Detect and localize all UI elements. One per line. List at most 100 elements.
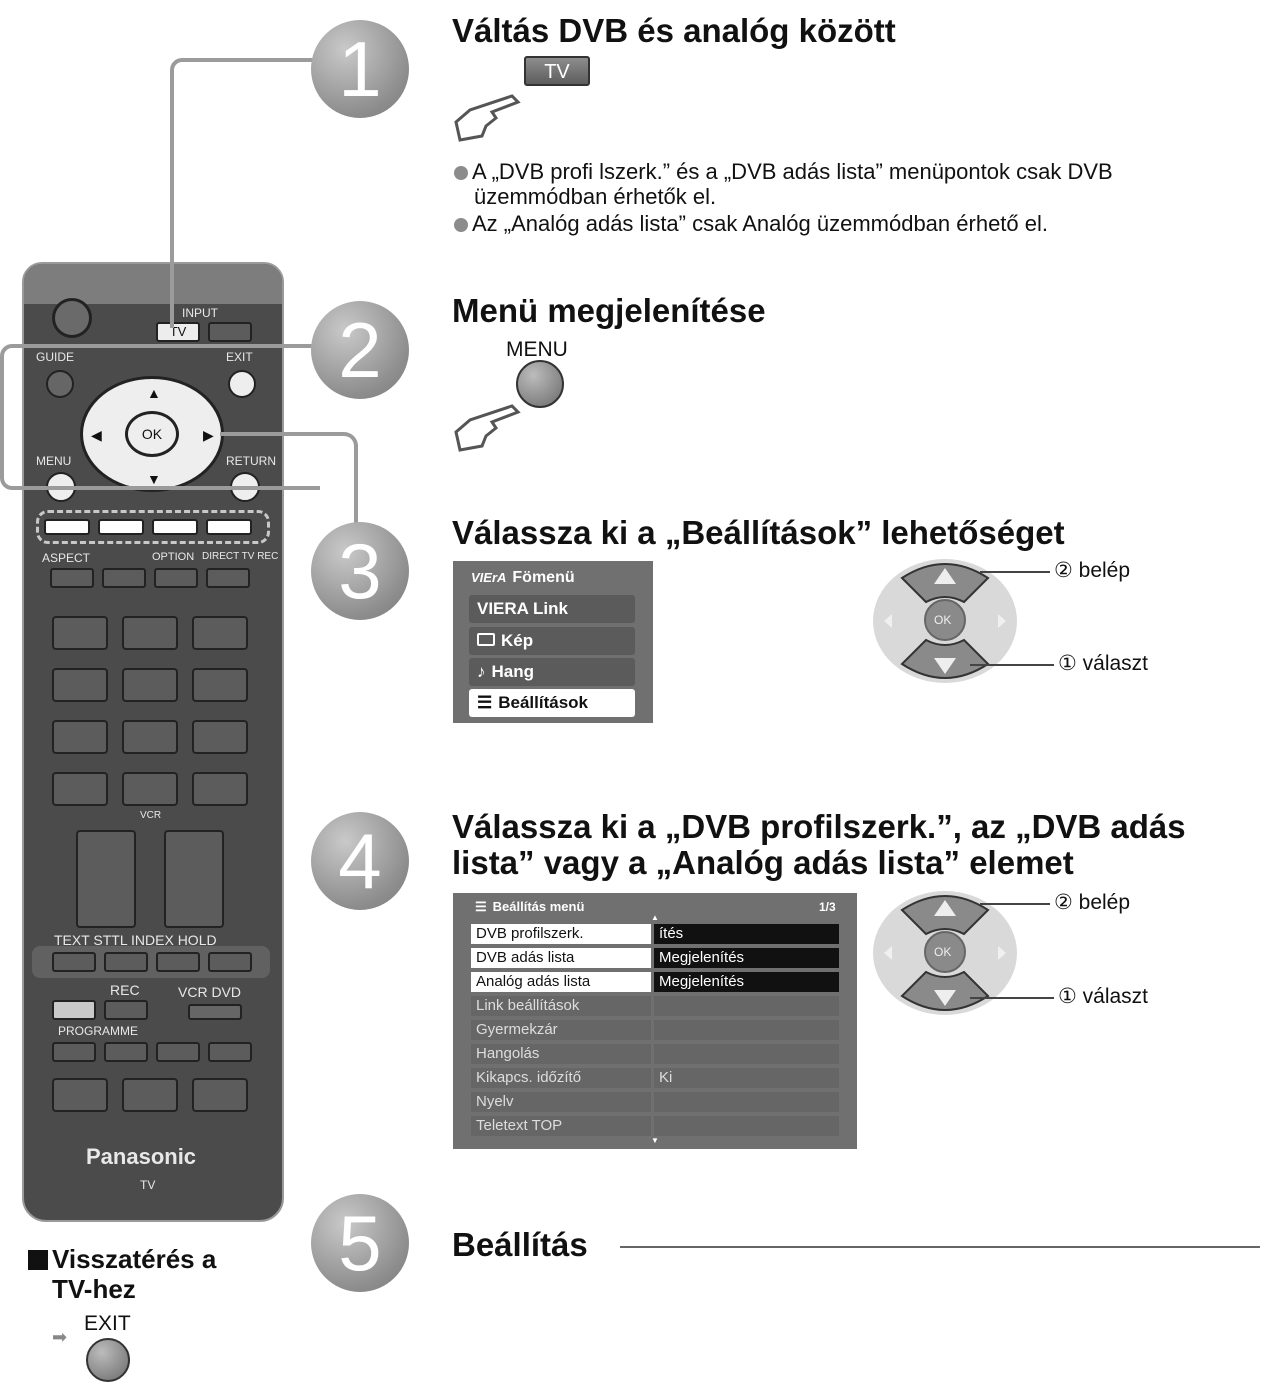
ok-button[interactable]: OK <box>125 411 179 457</box>
settings-row-3-label: Analóg adás lista <box>471 972 651 992</box>
number-button-11[interactable] <box>192 772 248 806</box>
nav-pad-step4: OK <box>872 890 1018 1016</box>
volume-rocker[interactable] <box>76 830 136 928</box>
hold-button[interactable] <box>208 952 252 972</box>
menu-item-viera-link[interactable]: VIERA Link <box>469 595 635 623</box>
index-button[interactable] <box>156 952 200 972</box>
bottom-button-3[interactable] <box>192 1078 248 1112</box>
extra-button[interactable] <box>102 568 146 588</box>
option-button[interactable] <box>154 568 198 588</box>
menu-item-beallitasok-label: Beállítások <box>498 693 589 712</box>
playback-button-4[interactable] <box>208 1042 252 1062</box>
menu-item-hang[interactable]: ♪Hang <box>469 658 635 686</box>
number-button-0[interactable] <box>122 772 178 806</box>
input-label: INPUT <box>182 306 218 320</box>
settings-row-5-value <box>654 1020 839 1040</box>
number-button-5[interactable] <box>122 668 178 702</box>
settings-row-4[interactable]: Link beállítások <box>471 996 841 1016</box>
settings-row-2-value: Megjelenítés <box>654 948 839 968</box>
rec-button-left[interactable] <box>52 1000 96 1020</box>
rec-label: REC <box>110 982 140 998</box>
connector-step1 <box>170 58 320 328</box>
vcr-dvd-switch[interactable] <box>188 1004 242 1020</box>
power-button[interactable] <box>52 298 92 338</box>
number-button-3[interactable] <box>192 616 248 650</box>
settings-row-9-label: Teletext TOP <box>471 1116 651 1136</box>
color-button-4[interactable] <box>206 519 252 535</box>
settings-menu-screen: ☰Beállítás menü 1/3 ▲ DVB profilszerk. í… <box>453 893 857 1149</box>
right-arrow-icon[interactable]: ▶ <box>203 427 214 443</box>
settings-menu-title: Beállítás menü <box>492 899 585 914</box>
list-icon-small: ☰ <box>475 899 487 914</box>
note-1: A „DVB profi lszerk.” és a „DVB adás lis… <box>454 160 1113 184</box>
select-label: ① választ <box>1058 652 1149 675</box>
number-button-9[interactable] <box>192 720 248 754</box>
direct-tv-rec-button[interactable] <box>206 568 250 588</box>
scroll-down-icon: ▼ <box>651 1136 659 1145</box>
rec-button[interactable] <box>104 1000 148 1020</box>
step-number-2-label: 2 <box>338 305 382 394</box>
settings-row-5[interactable]: Gyermekzár <box>471 1020 841 1040</box>
playback-button-3[interactable] <box>156 1042 200 1062</box>
left-arrow-icon[interactable]: ◀ <box>91 427 102 443</box>
step-number-4-label: 4 <box>338 816 382 905</box>
bullet-icon <box>454 218 468 232</box>
menu-item-kep[interactable]: Kép <box>469 627 635 655</box>
exit-key[interactable] <box>86 1338 130 1382</box>
color-button-3[interactable] <box>152 519 198 535</box>
tv-button[interactable]: TV <box>156 322 200 342</box>
return-label: RETURN <box>226 454 276 468</box>
step5-rule <box>620 1246 1260 1248</box>
settings-row-1[interactable]: DVB profilszerk. ítés <box>471 924 841 944</box>
navigation-ring[interactable]: ▲ ▼ ◀ ▶ OK <box>80 376 224 492</box>
ok-label: OK <box>141 426 163 442</box>
playback-button-1[interactable] <box>52 1042 96 1062</box>
up-arrow-icon[interactable]: ▲ <box>147 385 161 401</box>
number-button-2[interactable] <box>122 616 178 650</box>
connector-step2 <box>0 344 320 490</box>
down-arrow-icon[interactable]: ▼ <box>147 471 161 487</box>
settings-row-8[interactable]: Nyelv <box>471 1092 841 1112</box>
number-button-1[interactable] <box>52 616 108 650</box>
return-note-line1: Visszatérés a <box>52 1244 217 1274</box>
settings-row-6[interactable]: Hangolás <box>471 1044 841 1064</box>
bottom-button-2[interactable] <box>122 1078 178 1112</box>
settings-row-7[interactable]: Kikapcs. időzítő Ki <box>471 1068 841 1088</box>
aspect-button[interactable] <box>50 568 94 588</box>
settings-row-1-label: DVB profilszerk. <box>471 924 651 944</box>
number-button-10[interactable] <box>52 772 108 806</box>
enter-pointer-line <box>980 571 1050 573</box>
text-button[interactable] <box>52 952 96 972</box>
text-buttons-label: TEXT STTL INDEX HOLD <box>54 932 217 948</box>
bottom-button-1[interactable] <box>52 1078 108 1112</box>
color-button-2[interactable] <box>98 519 144 535</box>
guide-button[interactable] <box>46 370 74 398</box>
color-button-1[interactable] <box>44 519 90 535</box>
channel-rocker[interactable] <box>164 830 224 928</box>
settings-row-3-value: Megjelenítés <box>654 972 839 992</box>
input-button[interactable] <box>208 322 252 342</box>
note-2: Az „Analóg adás lista” csak Analóg üzemm… <box>454 212 1048 236</box>
exit-button[interactable] <box>228 370 256 398</box>
direct-tv-rec-label: DIRECT TV REC <box>202 551 279 562</box>
select-pointer-line <box>970 664 1054 666</box>
number-button-8[interactable] <box>122 720 178 754</box>
playback-button-2[interactable] <box>104 1042 148 1062</box>
connector-step3 <box>220 432 358 552</box>
step-number-3-label: 3 <box>338 526 382 615</box>
menu-key[interactable] <box>516 360 564 408</box>
scroll-up-icon: ▲ <box>651 913 659 922</box>
number-button-4[interactable] <box>52 668 108 702</box>
menu-item-beallitasok[interactable]: ☰Beállítások <box>469 689 635 717</box>
number-button-6[interactable] <box>192 668 248 702</box>
aspect-label: ASPECT <box>42 551 91 565</box>
brand-logo: Panasonic <box>86 1144 197 1169</box>
step-number-1: 1 <box>311 20 409 118</box>
number-button-7[interactable] <box>52 720 108 754</box>
tv-key[interactable]: TV <box>524 56 590 86</box>
settings-row-9[interactable]: Teletext TOP <box>471 1116 841 1136</box>
sttl-button[interactable] <box>104 952 148 972</box>
settings-row-2[interactable]: DVB adás lista Megjelenítés <box>471 948 841 968</box>
settings-row-3[interactable]: Analóg adás lista Megjelenítés <box>471 972 841 992</box>
